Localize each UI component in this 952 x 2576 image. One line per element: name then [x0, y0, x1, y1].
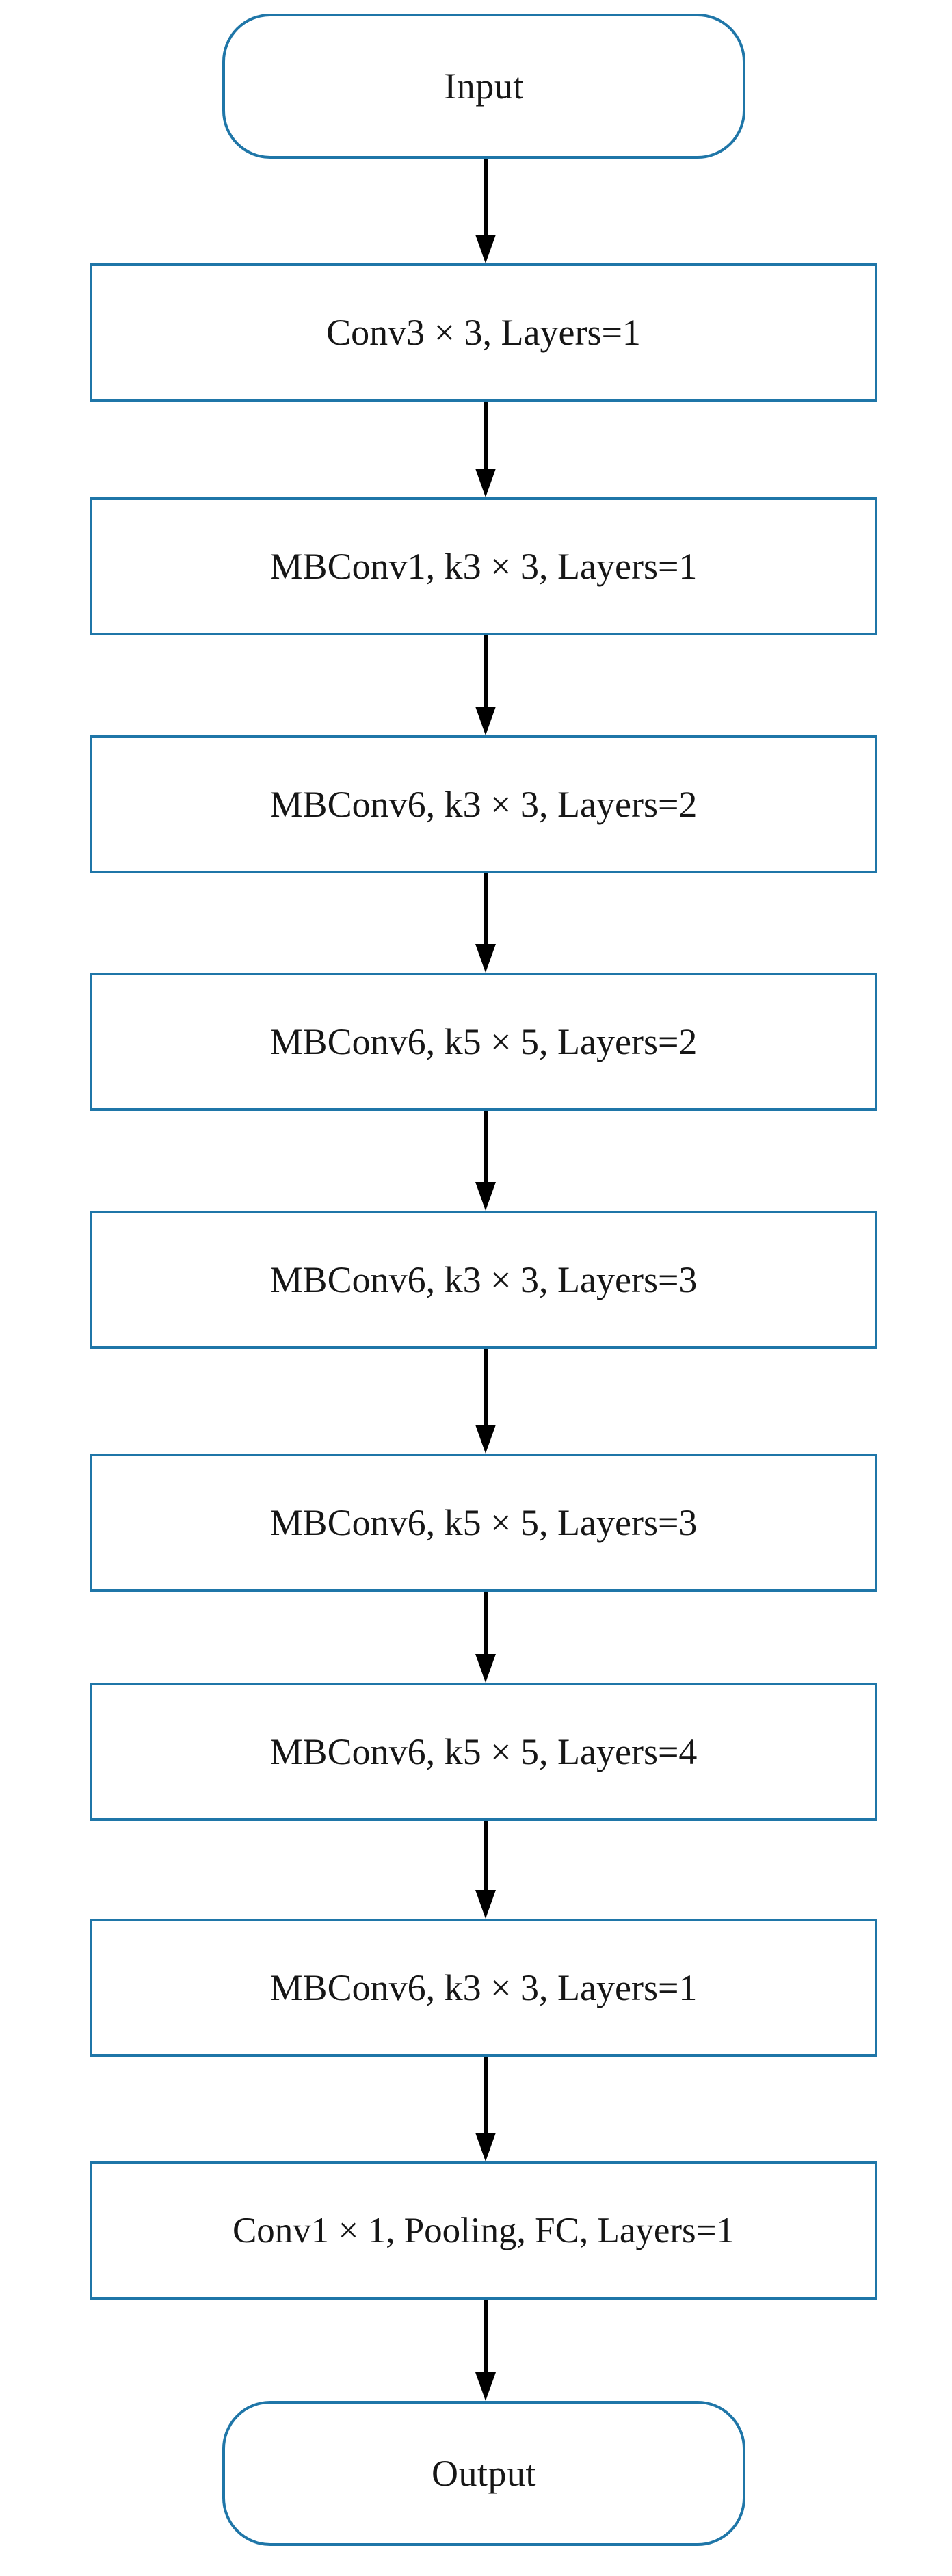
arrow-head-icon	[475, 2372, 496, 2401]
edge-stage7-to-head	[475, 2057, 496, 2161]
node-stem-label: Conv3 × 3, Layers=1	[326, 312, 641, 353]
arrow-shaft	[484, 402, 488, 469]
node-stage5[interactable]: MBConv6, k5 × 5, Layers=3	[90, 1454, 877, 1592]
edge-head-to-output	[475, 2300, 496, 2401]
node-stage1[interactable]: MBConv1, k3 × 3, Layers=1	[90, 497, 877, 635]
arrow-head-icon	[475, 2133, 496, 2161]
edge-stage3-to-stage4	[475, 1111, 496, 1211]
node-stage2[interactable]: MBConv6, k3 × 3, Layers=2	[90, 735, 877, 873]
arrow-shaft	[484, 2057, 488, 2133]
arrow-shaft	[484, 873, 488, 944]
node-head[interactable]: Conv1 × 1, Pooling, FC, Layers=1	[90, 2161, 877, 2300]
arrow-shaft	[484, 2300, 488, 2372]
node-head-label: Conv1 × 1, Pooling, FC, Layers=1	[232, 2210, 735, 2250]
arrow-shaft	[484, 159, 488, 235]
edge-stage4-to-stage5	[475, 1349, 496, 1454]
node-output-label: Output	[431, 2453, 536, 2494]
edge-stage6-to-stage7	[475, 1821, 496, 1919]
node-stage2-label: MBConv6, k3 × 3, Layers=2	[269, 784, 698, 825]
node-input-label: Input	[444, 66, 524, 107]
edge-stage1-to-stage2	[475, 635, 496, 735]
node-stage7[interactable]: MBConv6, k3 × 3, Layers=1	[90, 1919, 877, 2057]
node-stage3-label: MBConv6, k5 × 5, Layers=2	[269, 1021, 698, 1062]
node-stage6-label: MBConv6, k5 × 5, Layers=4	[269, 1731, 698, 1772]
node-stage6[interactable]: MBConv6, k5 × 5, Layers=4	[90, 1683, 877, 1821]
arrow-shaft	[484, 1111, 488, 1182]
node-stem[interactable]: Conv3 × 3, Layers=1	[90, 263, 877, 402]
arrow-head-icon	[475, 944, 496, 973]
arrow-head-icon	[475, 1182, 496, 1211]
arrow-head-icon	[475, 1654, 496, 1683]
node-input[interactable]: Input	[222, 14, 745, 159]
node-stage4[interactable]: MBConv6, k3 × 3, Layers=3	[90, 1211, 877, 1349]
edge-stage5-to-stage6	[475, 1592, 496, 1683]
node-stage4-label: MBConv6, k3 × 3, Layers=3	[269, 1259, 698, 1300]
node-stage1-label: MBConv1, k3 × 3, Layers=1	[269, 546, 698, 587]
node-stage5-label: MBConv6, k5 × 5, Layers=3	[269, 1502, 698, 1543]
node-stage3[interactable]: MBConv6, k5 × 5, Layers=2	[90, 973, 877, 1111]
edge-stem-to-stage1	[475, 402, 496, 497]
edge-stage2-to-stage3	[475, 873, 496, 973]
node-stage7-label: MBConv6, k3 × 3, Layers=1	[269, 1967, 698, 2008]
arrow-head-icon	[475, 707, 496, 735]
arrow-head-icon	[475, 1890, 496, 1919]
edge-input-to-stem	[475, 159, 496, 263]
arrow-head-icon	[475, 235, 496, 263]
arrow-shaft	[484, 1592, 488, 1654]
arrow-head-icon	[475, 469, 496, 497]
arrow-shaft	[484, 635, 488, 707]
arrow-shaft	[484, 1821, 488, 1890]
arrow-head-icon	[475, 1425, 496, 1454]
arrow-shaft	[484, 1349, 488, 1425]
node-output[interactable]: Output	[222, 2401, 745, 2546]
